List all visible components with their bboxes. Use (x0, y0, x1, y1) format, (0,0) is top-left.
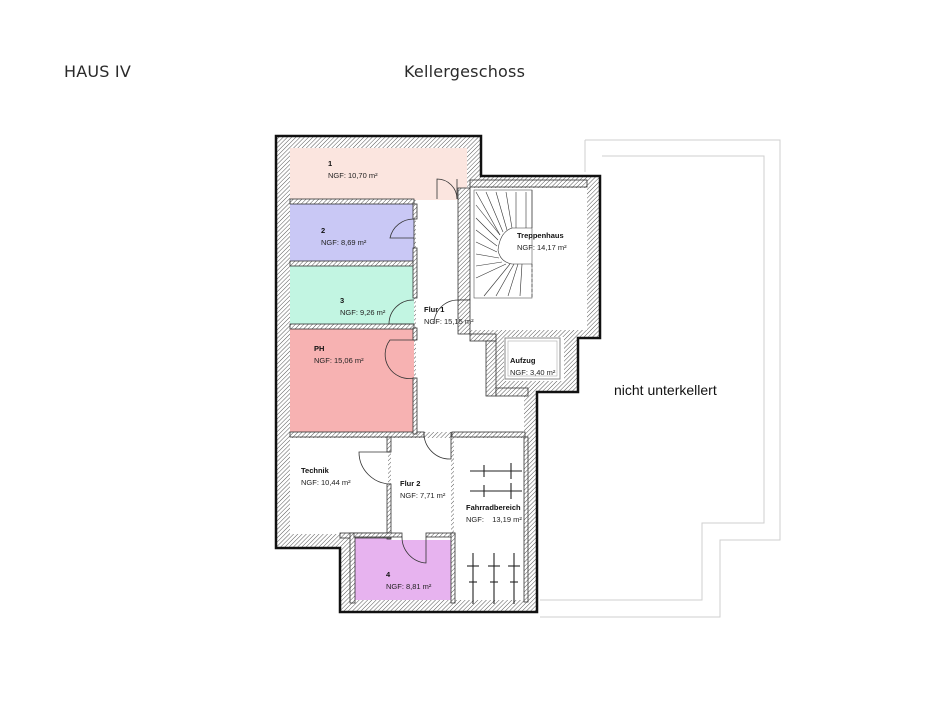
bicycle-icon (467, 553, 479, 604)
room-aufzug-name: Aufzug (510, 356, 536, 365)
room-treppenhaus-name: Treppenhaus (517, 231, 564, 240)
room-2-name: 2 (321, 226, 325, 235)
room-4-name: 4 (386, 570, 391, 579)
room-4-fill (354, 537, 451, 600)
bicycle-icon (470, 463, 522, 479)
room-1-fill (290, 148, 467, 200)
corridor-link-fill (470, 300, 560, 330)
staircase-icon (473, 189, 533, 299)
bicycle-icon (488, 553, 500, 604)
room-technik-area: NGF: 10,44 m² (301, 478, 351, 487)
room-ph-area: NGF: 15,06 m² (314, 356, 364, 365)
doors (358, 178, 459, 564)
bicycle-icon (508, 553, 520, 604)
room-2-area: NGF: 8,69 m² (321, 238, 367, 247)
room-3-fill (290, 265, 414, 325)
floor-title: Kellergeschoss (404, 62, 526, 81)
room-3-name: 3 (340, 296, 344, 305)
room-treppenhaus-area: NGF: 14,17 m² (517, 243, 567, 252)
inner-walls (289, 179, 588, 604)
room-ph-name: PH (314, 344, 324, 353)
room-4-area: NGF: 8,81 m² (386, 582, 432, 591)
room-fahrradbereich-name: Fahrradbereich (466, 503, 521, 512)
room-aufzug-area: NGF: 3,40 m² (510, 368, 556, 377)
room-fahrradbereich-fill (454, 438, 525, 600)
room-flur2-fill (391, 438, 451, 534)
room-flur2-area: NGF: 7,71 m² (400, 491, 446, 500)
room-fahrradbereich-area: NGF: 13,19 m² (466, 515, 522, 524)
bicycle-icon (470, 483, 522, 499)
elevator-shaft (504, 337, 561, 380)
bicycle-icons (467, 463, 522, 604)
unexcavated-area-outline (540, 139, 781, 618)
unexcavated-label: nicht unterkellert (614, 382, 717, 398)
room-flur1-name: Flur 1 (424, 305, 444, 314)
room-1-name: 1 (328, 159, 332, 168)
building-title: HAUS IV (64, 62, 131, 81)
room-2-fill (290, 203, 414, 262)
room-technik-name: Technik (301, 466, 330, 475)
room-technik-fill (290, 438, 388, 534)
room-3-area: NGF: 9,26 m² (340, 308, 386, 317)
room-flur2-name: Flur 2 (400, 479, 420, 488)
room-ph-fill (290, 328, 414, 432)
room-flur1-area: NGF: 15,15 m² (424, 317, 474, 326)
room-1-area: NGF: 10,70 m² (328, 171, 378, 180)
